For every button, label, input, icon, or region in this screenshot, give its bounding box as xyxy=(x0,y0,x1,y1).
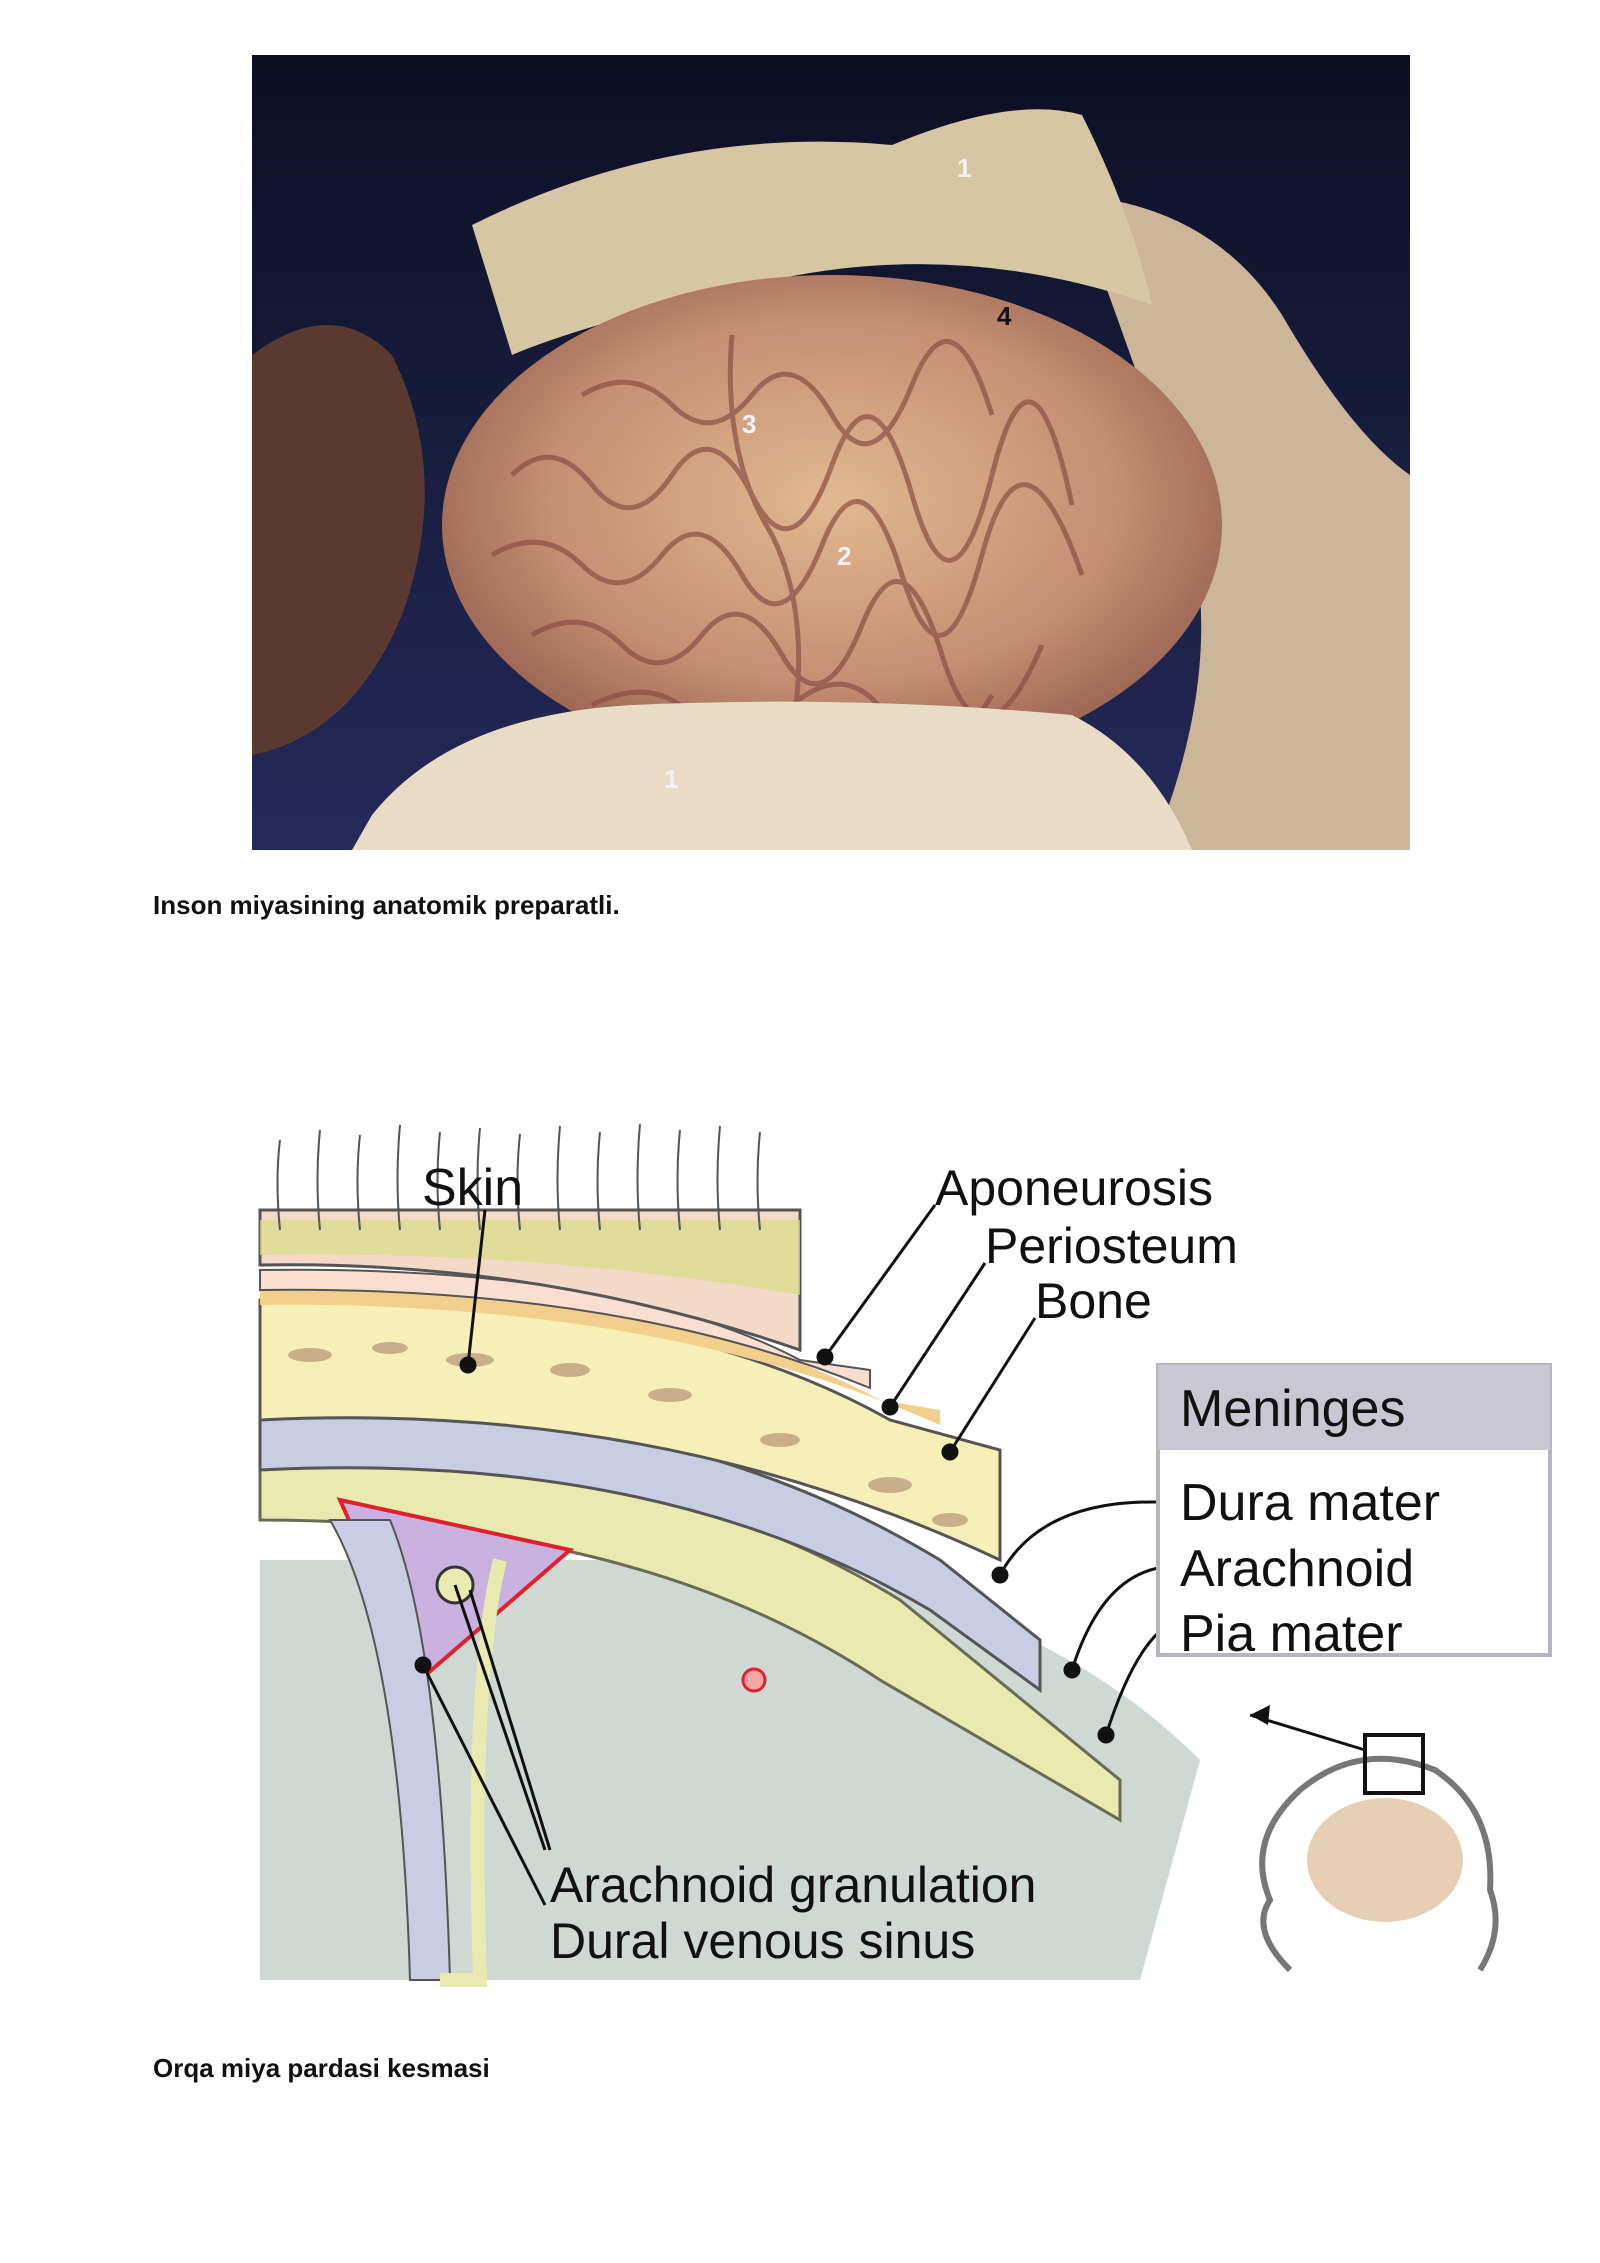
caption-diagram: Orqa miya pardasi kesmasi xyxy=(153,2053,490,2083)
label-arachnoid-granulation: Arachnoid granulation xyxy=(550,1857,1036,1913)
photo-label-1-bottom: 1 xyxy=(664,764,678,794)
label-bone: Bone xyxy=(1035,1273,1152,1329)
label-arachnoid: Arachnoid xyxy=(1180,1540,1414,1598)
head-section-icon xyxy=(1249,1705,1499,1973)
photo-label-4: 4 xyxy=(997,301,1012,331)
photo-label-2: 2 xyxy=(837,541,851,571)
label-periosteum: Periosteum xyxy=(985,1218,1238,1274)
label-dura-mater: Dura mater xyxy=(1180,1474,1440,1532)
label-dural-venous-sinus: Dural venous sinus xyxy=(550,1913,975,1969)
photo-label-3: 3 xyxy=(742,409,756,439)
label-skin: Skin xyxy=(422,1159,523,1217)
label-aponeurosis: Aponeurosis xyxy=(935,1160,1213,1216)
label-pia-mater: Pia mater xyxy=(1180,1605,1403,1663)
caption-photo: Inson miyasining anatomik preparatli. xyxy=(153,890,620,920)
photo-label-1-top: 1 xyxy=(957,153,971,183)
meninges-diagram: Skin Aponeurosis Periosteum Bone Meninge… xyxy=(240,1120,1560,2000)
brain-specimen-photo: 1 4 3 2 1 xyxy=(252,55,1410,850)
label-meninges-title: Meninges xyxy=(1180,1380,1405,1438)
